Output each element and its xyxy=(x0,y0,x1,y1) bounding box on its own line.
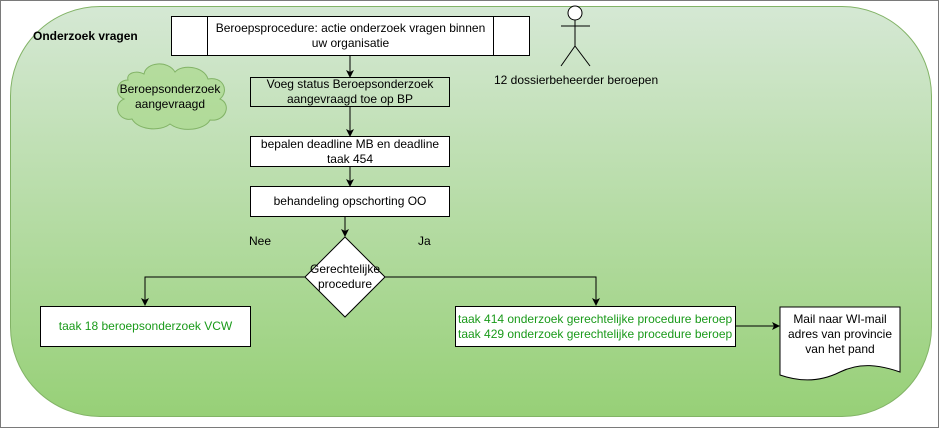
step-deadline-line1: bepalen deadline MB en deadline xyxy=(260,136,440,151)
cloud-label: Beroepsonderzoek aangevraagd xyxy=(118,82,222,112)
step-add-status-line2: aangevraagd toe op BP xyxy=(286,92,414,106)
process-start-line1: Beroepsprocedure: actie onderzoek vragen… xyxy=(215,21,486,35)
step-deadline-line2: taak 454 xyxy=(326,151,374,166)
process-start[interactable]: Beroepsprocedure: actie onderzoek vragen… xyxy=(171,16,530,56)
cloud-label-line1: Beroepsonderzoek xyxy=(119,82,221,96)
decision-label-line2: procedure xyxy=(317,277,373,291)
document-label-line1: Mail naar WI-mail xyxy=(793,312,887,326)
connector-no-branch xyxy=(141,276,305,306)
task-429-label: taak 429 onderzoek gerechtelijke procedu… xyxy=(458,326,733,341)
document-label-line3: van het pand xyxy=(805,342,875,356)
connector-yes-branch xyxy=(385,276,600,306)
decision-diamond[interactable] xyxy=(304,236,386,318)
cloud-shape[interactable] xyxy=(117,63,227,130)
task-414-429[interactable]: taak 414 onderzoek gerechtelijke procedu… xyxy=(455,306,736,347)
lane-title: Onderzoek vragen xyxy=(33,29,138,43)
process-bar-right xyxy=(493,17,494,55)
process-start-line2: uw organisatie xyxy=(311,36,390,50)
yes-label: Ja xyxy=(418,234,431,248)
step-add-status-line1: Voeg status Beroepsonderzoek xyxy=(266,77,434,91)
decision-label-line1: Gerechtelijke xyxy=(309,262,381,276)
actor-label: 12 dossierbeheerder beroepen xyxy=(494,73,659,87)
no-label: Nee xyxy=(249,234,272,248)
cloud-label-line2: aangevraagd xyxy=(134,97,206,111)
process-bar-left xyxy=(207,17,208,55)
step-opschorting[interactable]: behandeling opschorting OO xyxy=(250,186,450,217)
task-414-label: taak 414 onderzoek gerechtelijke procedu… xyxy=(458,311,733,326)
document-label-line2: adres van provincie xyxy=(787,327,893,341)
stick-figure-icon xyxy=(560,5,591,67)
step-opschorting-label: behandeling opschorting OO xyxy=(273,194,427,208)
document-label: Mail naar WI-mail adres van provincie va… xyxy=(780,312,900,357)
task-18[interactable]: taak 18 beroepsonderzoek VCW xyxy=(40,306,251,347)
decision-label: Gerechtelijke procedure xyxy=(305,262,385,292)
task-18-label: taak 18 beroepsonderzoek VCW xyxy=(58,319,233,333)
step-add-status[interactable]: Voeg status Beroepsonderzoek aangevraagd… xyxy=(250,77,450,107)
document-shape[interactable] xyxy=(779,306,901,381)
step-deadline[interactable]: bepalen deadline MB en deadline taak 454 xyxy=(250,136,450,167)
